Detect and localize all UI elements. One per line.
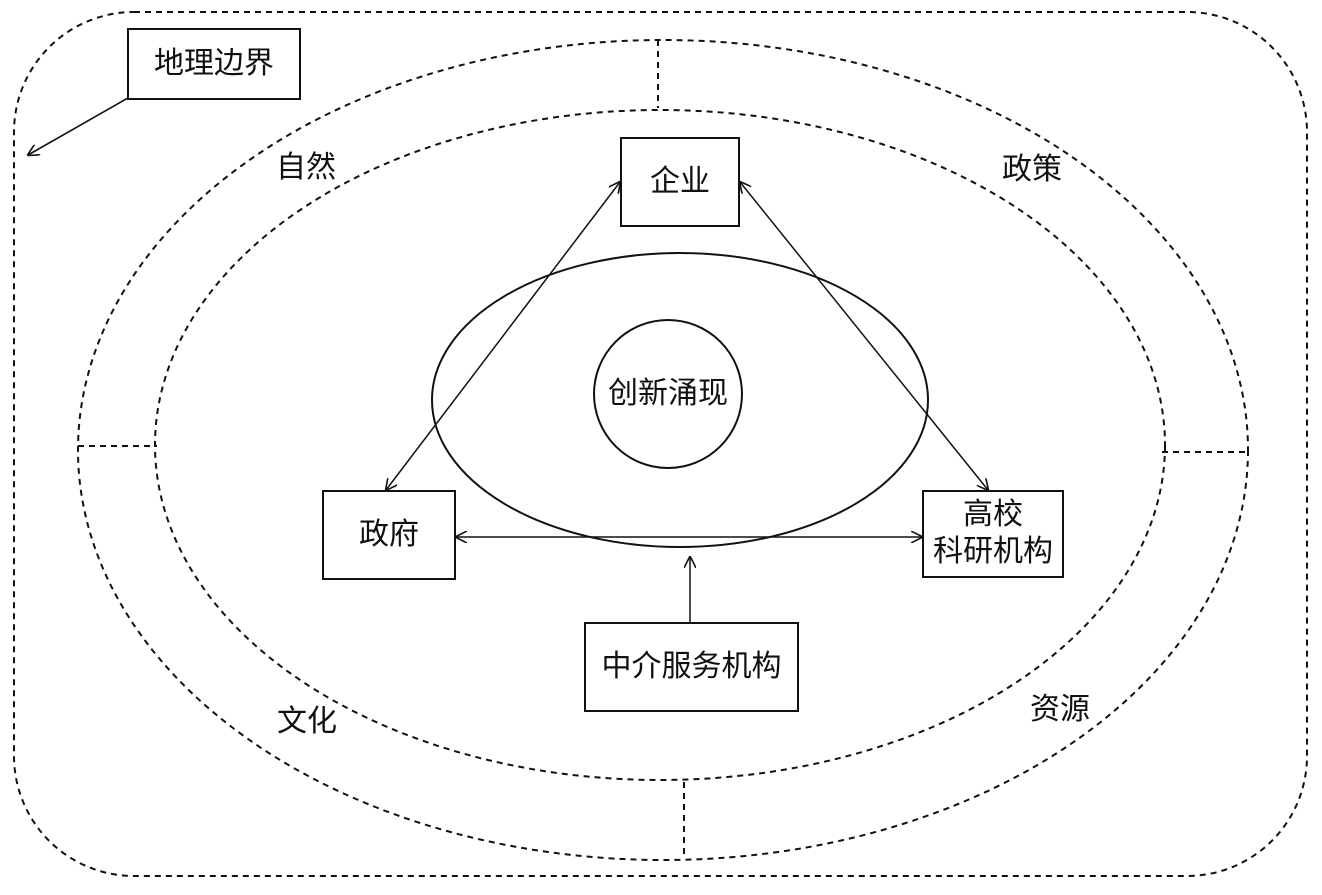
ring-label-culture: 文化 [277,704,337,739]
intermediary-box: 中介服务机构 [584,622,799,712]
ring-label-nature: 自然 [276,150,336,185]
arrow-enterprise-government [386,182,620,490]
innovation-emergence-label: 创新涌现 [608,376,728,411]
research-institute-label: 科研机构 [933,534,1053,569]
enterprise-label: 企业 [650,163,710,199]
enterprise-box: 企业 [620,137,740,227]
university-label: 高校 [963,497,1023,533]
geographic-boundary-text: 地理边界 [154,45,274,81]
government-label: 政府 [359,516,419,552]
university-research-box: 高校 科研机构 [922,490,1064,578]
boundary-pointer-arrow [28,97,129,155]
geographic-boundary-label: 地理边界 [127,28,301,100]
government-box: 政府 [322,490,456,580]
geographic-boundary [13,11,1308,877]
environment-ring-outer [77,39,1249,861]
intermediary-label: 中介服务机构 [601,648,782,684]
arrow-enterprise-university [740,182,988,490]
ring-label-policy: 政策 [1002,152,1062,187]
ring-label-resources: 资源 [1030,692,1090,727]
